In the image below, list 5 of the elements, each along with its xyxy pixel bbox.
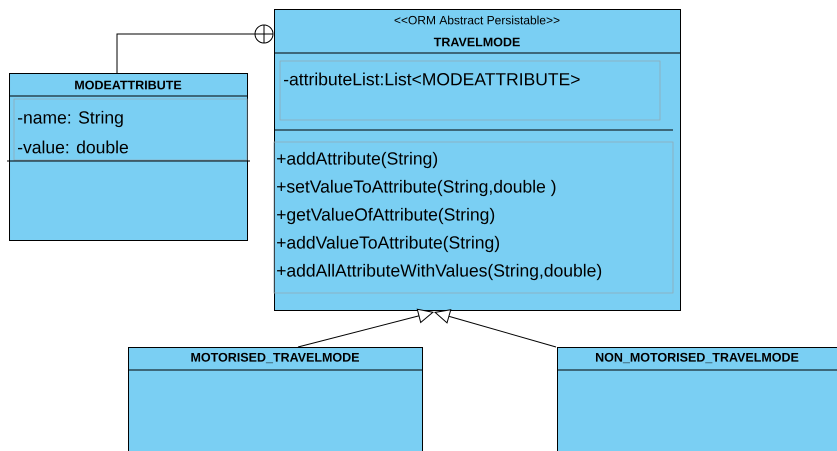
class-box: MOTORISED_TRAVELMODE bbox=[128, 347, 423, 451]
class-box: <<ORM Abstract Persistable>> TRAVELMODE -attributeList:List<MODEATTRIBUTE> +addAttribute(String) +setValueToAttribute(String,double ) +getValueOfAttribute(String) +addValueToAttribute(String) +addAllAttributeWithValues(String,double) bbox=[274, 9, 681, 311]
connector bbox=[116, 24, 274, 74]
class-box: NON_MOTORISED_TRAVELMODE bbox=[556, 347, 837, 451]
class-box: MODEATTRIBUTE -name: String -value: double bbox=[6, 73, 250, 241]
